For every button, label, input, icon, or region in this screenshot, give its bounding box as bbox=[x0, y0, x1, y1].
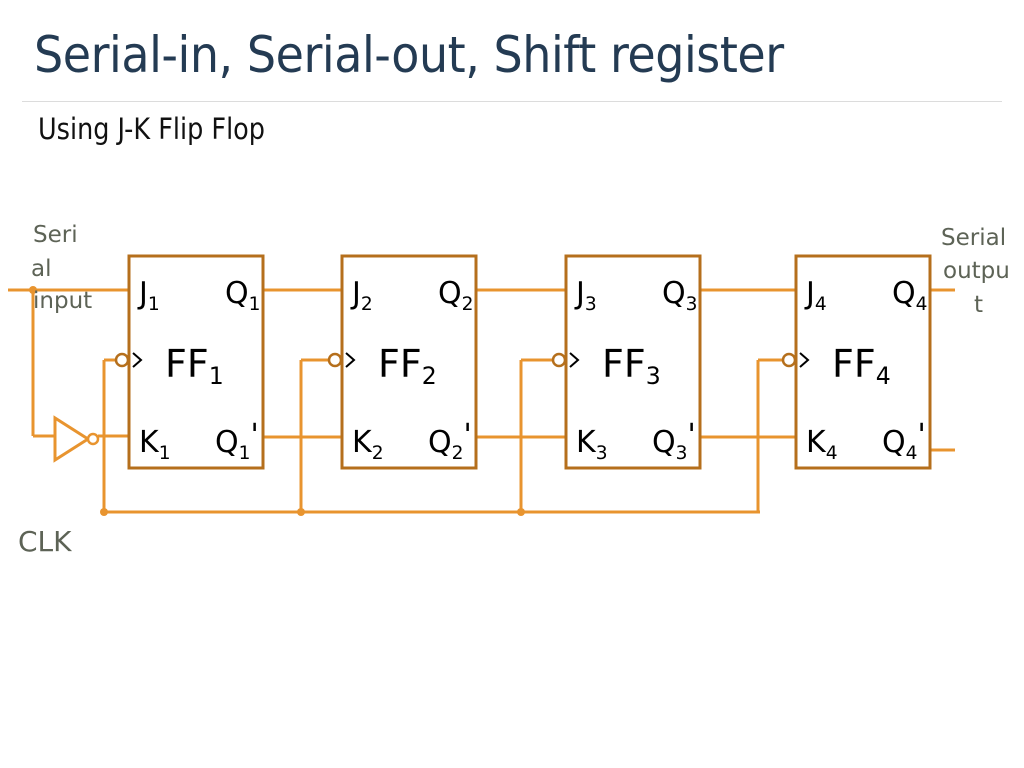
k-input-label: K1 bbox=[139, 425, 171, 464]
serial-output-label-line2: outpu bbox=[943, 258, 1010, 284]
junction-dot bbox=[517, 508, 525, 516]
q-bar-output-label: Q3' bbox=[652, 418, 696, 464]
q-output-label: Q4 bbox=[892, 276, 927, 315]
junction-dot bbox=[297, 508, 305, 516]
k-input-label: K4 bbox=[806, 425, 838, 464]
q-output-label: Q2 bbox=[438, 276, 473, 315]
serial-input-label-line3: input bbox=[33, 288, 92, 314]
serial-output-label-line1: Serial bbox=[941, 225, 1006, 251]
q-output-label: Q3 bbox=[662, 276, 697, 315]
clock-bubble-icon bbox=[781, 352, 797, 368]
junction-dot bbox=[100, 508, 108, 516]
clock-edge-icon bbox=[799, 352, 810, 368]
q-bar-output-label: Q4' bbox=[882, 418, 926, 464]
flip-flop-name: FF2 bbox=[378, 342, 437, 390]
flip-flop-name: FF4 bbox=[832, 342, 891, 390]
flip-flop-box bbox=[127, 254, 265, 470]
j-input-label: J4 bbox=[804, 276, 827, 315]
q-bar-output-label: Q2' bbox=[428, 418, 472, 464]
flip-flop-box bbox=[564, 254, 702, 470]
inverter-icon bbox=[53, 415, 91, 463]
k-input-label: K2 bbox=[352, 425, 384, 464]
clock-edge-icon bbox=[345, 352, 356, 368]
wires bbox=[8, 286, 955, 516]
title-divider bbox=[22, 101, 1002, 102]
slide-subtitle: Using J-K Flip Flop bbox=[38, 112, 265, 146]
serial-output-label-line3: t bbox=[974, 292, 983, 318]
flip-flop-box bbox=[340, 254, 478, 470]
j-input-label: J3 bbox=[574, 276, 597, 315]
q-output-label: Q1 bbox=[225, 276, 260, 315]
flip-flop-name: FF1 bbox=[165, 342, 224, 390]
clock-edge-icon bbox=[569, 352, 580, 368]
flip-flop-box bbox=[794, 254, 932, 470]
slide-title: Serial-in, Serial-out, Shift register bbox=[34, 26, 784, 84]
j-input-label: J2 bbox=[350, 276, 373, 315]
flip-flop-name: FF3 bbox=[602, 342, 661, 390]
clock-edge-icon bbox=[132, 352, 143, 368]
k-input-label: K3 bbox=[576, 425, 608, 464]
j-input-label: J1 bbox=[137, 276, 160, 315]
q-bar-output-label: Q1' bbox=[215, 418, 259, 464]
serial-input-label-line1: Seri bbox=[33, 222, 78, 248]
clock-label: CLK bbox=[18, 525, 72, 558]
clock-bubble-icon bbox=[551, 352, 567, 368]
inverter-bubble-icon bbox=[86, 432, 100, 446]
serial-input-label-line2: al bbox=[31, 256, 51, 282]
clock-bubble-icon bbox=[114, 352, 130, 368]
clock-bubble-icon bbox=[327, 352, 343, 368]
